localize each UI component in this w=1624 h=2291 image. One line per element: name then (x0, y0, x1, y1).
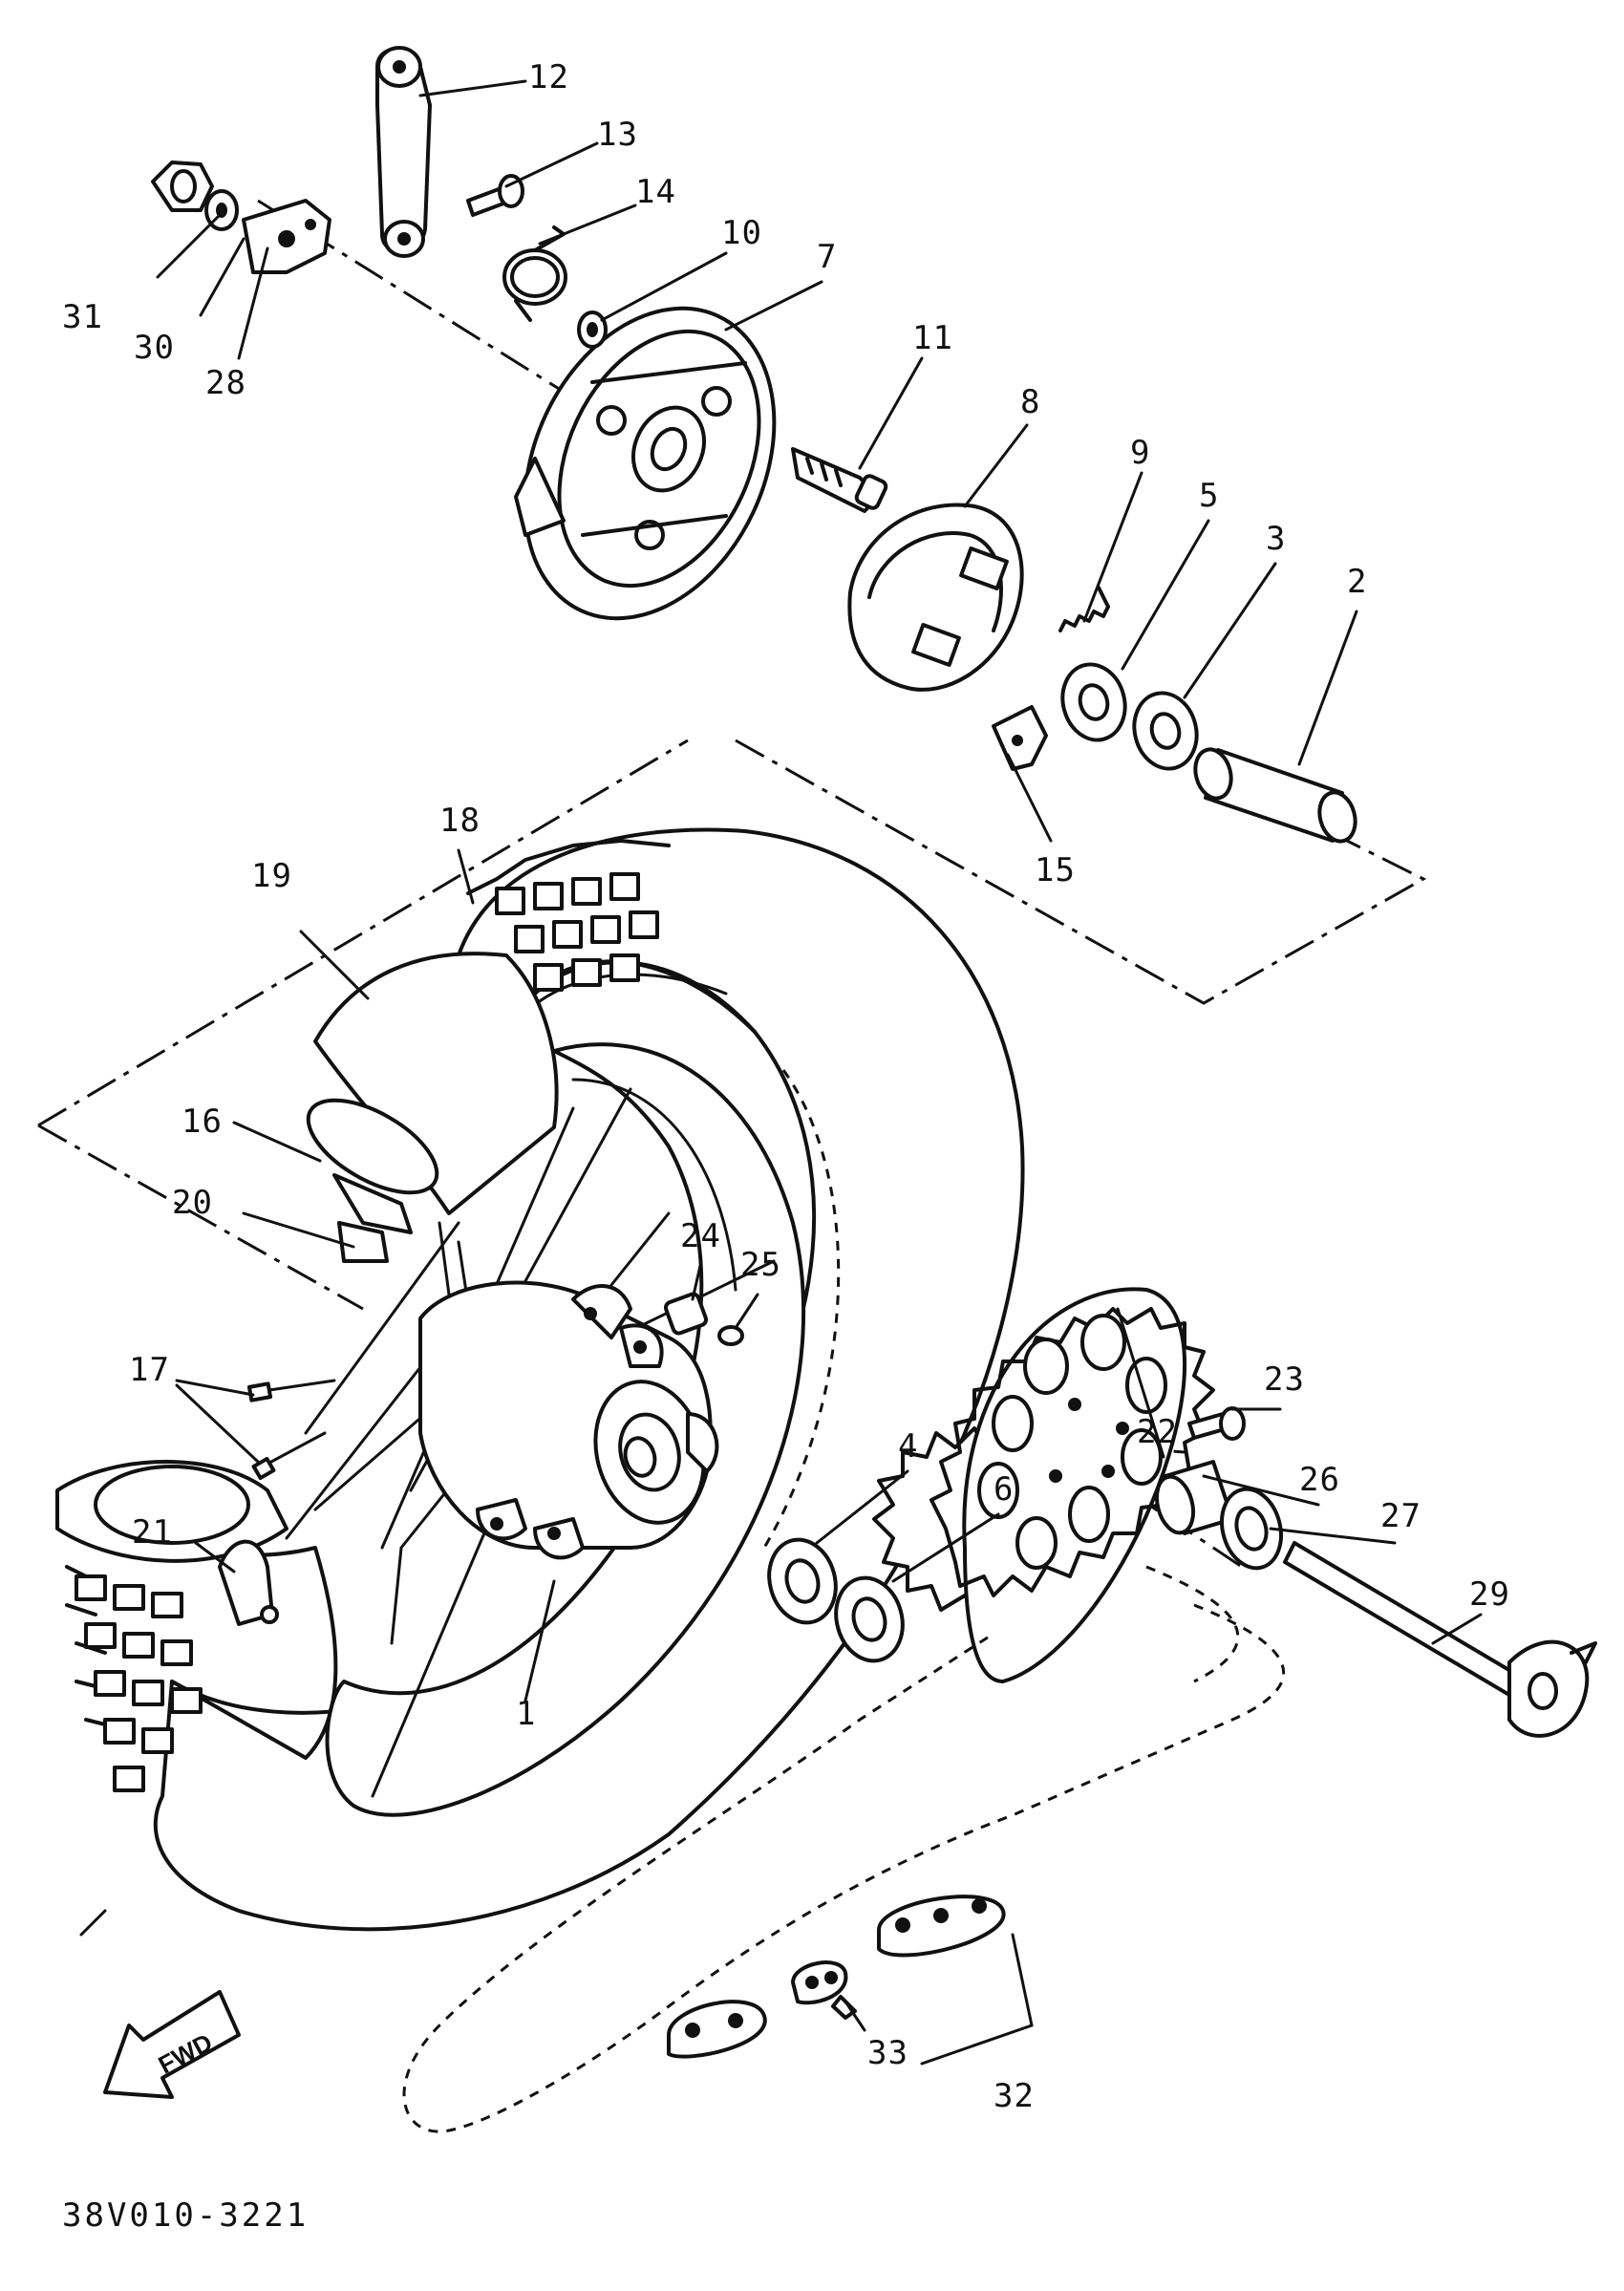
part-number-2: 2 (1347, 563, 1367, 601)
part-number-10: 10 (721, 214, 762, 252)
brake-camshaft (791, 447, 888, 513)
cam-lever-plate (242, 199, 331, 274)
part-number-6: 6 (994, 1470, 1014, 1509)
part-number-1: 1 (516, 1695, 536, 1733)
rear-axle (1283, 1541, 1597, 1738)
part-number-9: 9 (1130, 434, 1150, 472)
part-number-25: 25 (740, 1246, 781, 1284)
part-number-23: 23 (1264, 1360, 1305, 1399)
part-number-29: 29 (1469, 1575, 1510, 1614)
part-number-31: 31 (62, 298, 103, 336)
tire (55, 827, 1025, 1932)
part-number-33: 33 (867, 2034, 908, 2072)
brake-shoes (847, 503, 1024, 692)
part-number-19: 19 (251, 857, 292, 895)
part-number-30: 30 (134, 329, 175, 367)
oil-seal (1220, 1487, 1283, 1571)
inner-tube (306, 952, 559, 1215)
part-number-16: 16 (182, 1103, 223, 1141)
part-number-3: 3 (1266, 520, 1286, 558)
washer-small (717, 1325, 744, 1346)
spoke-nipple (246, 1379, 336, 1481)
brake-camshaft-lever (375, 46, 432, 258)
part-number-26: 26 (1299, 1461, 1340, 1499)
torsion-spring (502, 225, 567, 322)
brake-cam-plate (992, 705, 1048, 771)
part-number-20: 20 (172, 1184, 213, 1222)
part-number-8: 8 (1020, 383, 1040, 421)
sprocket-bolt (1187, 1406, 1246, 1441)
part-number-32: 32 (994, 2077, 1035, 2115)
rim-lock (218, 1539, 279, 1626)
part-number-7: 7 (817, 238, 837, 276)
bearing-4 (767, 1537, 838, 1625)
valve-cap (337, 1221, 389, 1263)
forward-arrow-icon: FWD (103, 1990, 241, 2099)
drawing-code: 38V010-3221 (62, 2196, 309, 2235)
part-number-28: 28 (205, 364, 246, 402)
sprocket (872, 1287, 1215, 1683)
bearing-6 (834, 1575, 905, 1663)
indicator-plate (577, 310, 608, 349)
collar (663, 1292, 709, 1336)
part-number-27: 27 (1380, 1497, 1421, 1535)
brake-panel (514, 306, 777, 621)
brake-spring (1058, 586, 1110, 632)
axle-nut (151, 161, 214, 212)
part-number-labels: 1 2 3 4 5 6 7 8 9 10 11 12 13 14 15 16 1… (62, 58, 1510, 2115)
drive-chain (402, 1565, 1286, 2133)
lever-bolt (466, 174, 524, 217)
part-number-13: 13 (597, 116, 638, 154)
part-number-15: 15 (1035, 851, 1076, 889)
leader-lines (79, 79, 1483, 2066)
axle-spacer (1193, 747, 1357, 844)
bearing-5 (1060, 662, 1127, 742)
part-number-21: 21 (132, 1513, 173, 1552)
chain-link-piece (877, 1895, 1006, 1958)
part-number-22: 22 (1137, 1413, 1178, 1451)
chain-link-piece-2 (667, 2000, 767, 2059)
part-number-4: 4 (898, 1427, 918, 1466)
rim (325, 1042, 841, 1817)
part-number-12: 12 (528, 58, 569, 96)
master-link (791, 1960, 857, 2020)
part-number-11: 11 (912, 319, 953, 357)
wheel-hub (418, 1280, 719, 1560)
bearing-3 (1132, 691, 1199, 771)
rim-band (332, 1173, 413, 1234)
part-number-17: 17 (129, 1351, 170, 1389)
part-number-5: 5 (1199, 477, 1219, 515)
part-number-14: 14 (635, 173, 676, 211)
part-number-24: 24 (680, 1217, 721, 1255)
part-number-18: 18 (439, 802, 481, 840)
